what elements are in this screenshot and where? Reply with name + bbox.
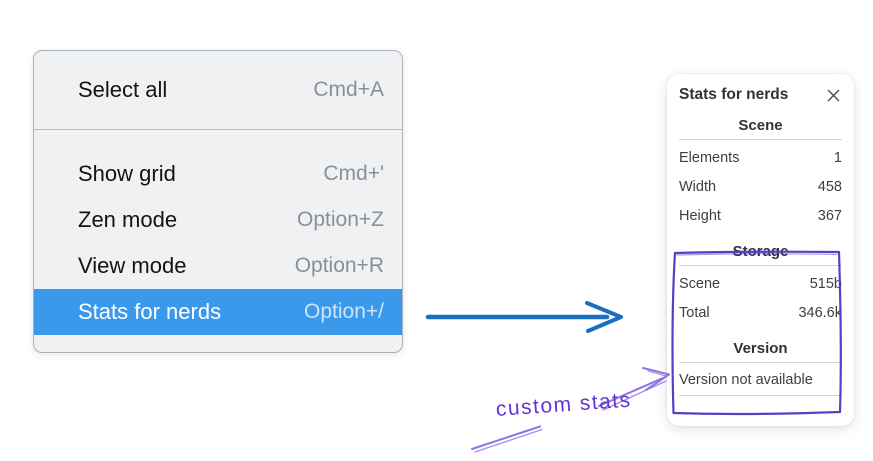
- menu-item-label: Select all: [78, 77, 168, 102]
- stats-panel-header: Stats for nerds: [679, 86, 842, 104]
- stat-value: 515b: [809, 275, 842, 292]
- stat-row-width: Width 458: [679, 172, 842, 201]
- custom-stats-annotation: custom stats: [495, 388, 633, 421]
- menu-item-select-all[interactable]: Select all Cmd+A: [34, 64, 402, 116]
- version-note: Version not available: [679, 371, 813, 388]
- stat-value: 458: [817, 178, 842, 195]
- section-heading: Scene: [738, 117, 783, 134]
- menu-item-shortcut: Option+R: [294, 254, 384, 277]
- context-menu: Select all Cmd+A Show grid Cmd+' Zen mod…: [33, 50, 403, 353]
- stat-row-height: Height 367: [679, 201, 842, 230]
- stat-row-scene-size: Scene 515b: [679, 269, 842, 298]
- divider: [679, 139, 842, 140]
- menu-item-stats-for-nerds[interactable]: Stats for nerds Option+/: [34, 289, 402, 335]
- stat-label: Elements: [679, 149, 740, 166]
- menu-item-shortcut: Cmd+A: [313, 78, 384, 101]
- menu-item-shortcut: Cmd+': [323, 162, 384, 185]
- stat-label: Total: [679, 304, 710, 321]
- menu-group-top: Select all Cmd+A: [34, 51, 402, 129]
- stat-value: 346.6k: [798, 304, 842, 321]
- divider: [679, 265, 842, 266]
- section-heading: Storage: [732, 243, 789, 260]
- menu-item-shortcut: Option+Z: [297, 208, 384, 231]
- stats-panel: Stats for nerds Scene Elements 1 Width 4…: [667, 74, 854, 426]
- stat-row-elements: Elements 1: [679, 143, 842, 172]
- stats-section-scene: Scene Elements 1 Width 458 Height 367: [679, 117, 842, 230]
- stats-section-version: Version Version not available: [679, 340, 842, 396]
- menu-item-label: Zen mode: [78, 207, 178, 232]
- menu-group-bottom: Show grid Cmd+' Zen mode Option+Z View m…: [34, 129, 402, 352]
- stats-section-storage: Storage Scene 515b Total 346.6k: [679, 243, 842, 327]
- close-icon[interactable]: [824, 86, 842, 104]
- sketch-arrow-lower: [471, 425, 543, 453]
- stat-label: Height: [679, 207, 721, 224]
- menu-item-view-mode[interactable]: View mode Option+R: [34, 243, 402, 289]
- blue-arrow: [425, 301, 623, 333]
- menu-item-label: Show grid: [78, 161, 176, 186]
- menu-item-shortcut: Option+/: [304, 300, 384, 323]
- menu-item-zen-mode[interactable]: Zen mode Option+Z: [34, 197, 402, 243]
- menu-item-label: Stats for nerds: [78, 299, 222, 324]
- divider: [679, 362, 842, 363]
- stat-row-total-size: Total 346.6k: [679, 298, 842, 327]
- menu-item-show-grid[interactable]: Show grid Cmd+': [34, 151, 402, 197]
- stat-label: Scene: [679, 275, 721, 292]
- section-heading: Version: [733, 340, 788, 357]
- divider: [679, 395, 842, 396]
- stat-value: 1: [833, 149, 842, 166]
- stat-label: Width: [679, 178, 717, 195]
- menu-item-label: View mode: [78, 253, 187, 278]
- stats-panel-title: Stats for nerds: [679, 86, 789, 103]
- stat-value: 367: [817, 207, 842, 224]
